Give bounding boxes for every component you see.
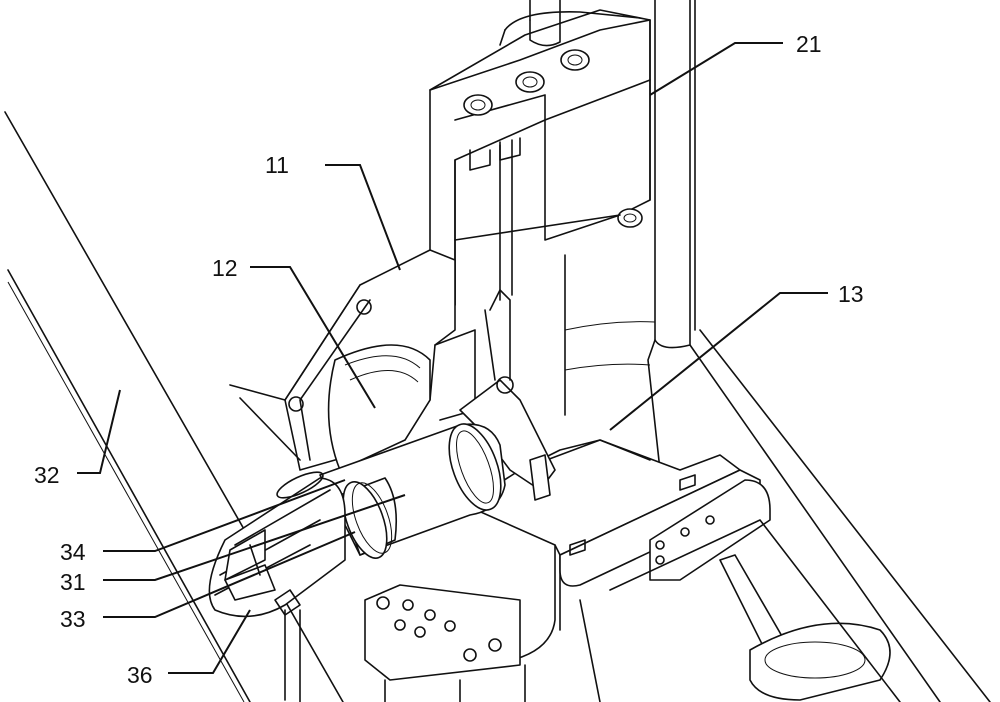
label-12: 12 — [212, 255, 238, 281]
leader-21 — [649, 42, 783, 96]
leader-12 — [250, 266, 376, 409]
base-pedestal — [284, 584, 526, 702]
vertical-column — [564, 0, 991, 702]
leader-34 — [103, 479, 346, 552]
actuator-assembly — [579, 479, 901, 702]
gripper-head — [208, 471, 346, 618]
label-33: 33 — [60, 606, 86, 632]
spindle — [319, 423, 506, 559]
leader-31 — [103, 494, 406, 581]
label-36: 36 — [127, 662, 153, 688]
reference-numerals: 21 11 12 13 32 34 31 33 36 — [34, 31, 864, 688]
leader-13 — [609, 292, 828, 431]
label-21: 21 — [796, 31, 822, 57]
label-13: 13 — [838, 281, 864, 307]
leader-36 — [168, 609, 251, 674]
label-34: 34 — [60, 539, 86, 565]
leader-32 — [77, 389, 121, 474]
label-32: 32 — [34, 462, 60, 488]
shroud — [327, 344, 431, 471]
leader-lines — [77, 42, 828, 674]
label-11: 11 — [265, 152, 289, 178]
leader-33 — [103, 531, 356, 618]
leader-11 — [325, 164, 401, 271]
label-31: 31 — [60, 569, 86, 595]
upper-housing — [429, 0, 651, 309]
